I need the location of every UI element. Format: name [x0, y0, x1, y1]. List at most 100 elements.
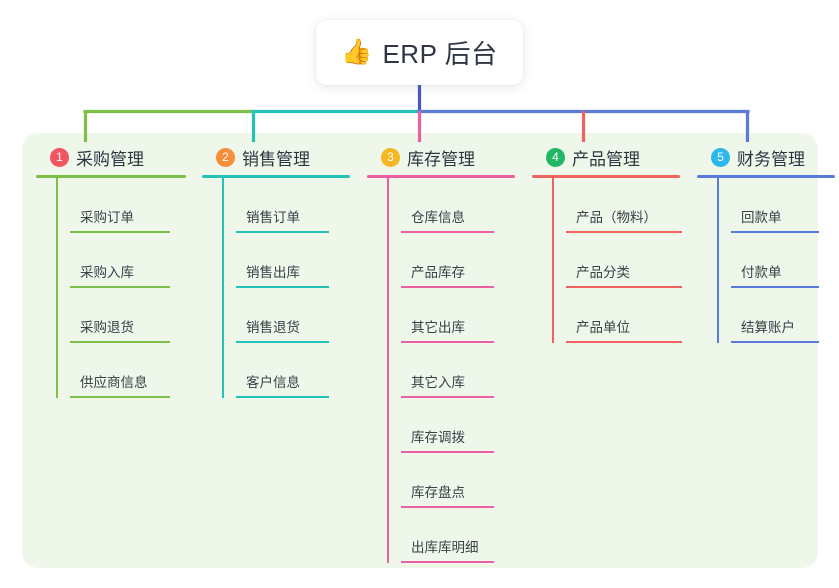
branch-item-rule: [401, 341, 494, 343]
branch-item-list: 回款单付款单结算账户: [717, 178, 835, 343]
branch-header-5[interactable]: 5 财务管理: [697, 144, 835, 170]
branch-title: 财务管理: [737, 149, 805, 169]
branch-item-label: 销售出库: [246, 265, 300, 280]
branch-item-label: 库存调拨: [411, 430, 465, 445]
branch-item-label: 结算账户: [741, 320, 795, 335]
branch-item-rule: [566, 231, 682, 233]
branch-item-rule: [236, 341, 329, 343]
branch-item-label: 客户信息: [246, 375, 300, 390]
branch-item-list: 销售订单销售出库销售退货客户信息: [222, 178, 350, 398]
branch-item-label: 出库库明细: [411, 540, 479, 555]
branch-column-4: 4 产品管理产品（物料） 产品分类产品单位: [532, 144, 682, 343]
branch-number-badge: 2: [216, 147, 235, 167]
branch-item-label: 付款单: [741, 265, 782, 280]
branch-title: 采购管理: [76, 149, 144, 169]
branch-item-rule: [70, 231, 170, 233]
branch-column-3: 3 库存管理仓库信息产品库存其它出库其它入库库存调拨库存盘点出库库明细: [367, 144, 515, 563]
branch-item[interactable]: 产品库存: [401, 233, 515, 288]
branch-title: 销售管理: [242, 149, 310, 169]
branch-column-1: 1 采购管理采购订单采购入库采购退货供应商信息: [36, 144, 186, 398]
branch-item-label: 采购入库: [80, 265, 134, 280]
branch-item-label: 库存盘点: [411, 485, 465, 500]
diagram-background-panel: [22, 133, 818, 568]
branch-item-label: 产品分类: [576, 265, 630, 280]
branch-item-list: 产品（物料） 产品分类产品单位: [552, 178, 682, 343]
branch-item[interactable]: 采购退货: [70, 288, 186, 343]
branch-item-rule: [70, 341, 170, 343]
branch-item-rule: [401, 396, 494, 398]
branch-number-badge: 5: [711, 147, 730, 167]
branch-number-badge: 3: [381, 147, 400, 167]
branch-item[interactable]: 采购入库: [70, 233, 186, 288]
branch-header-rule: [697, 175, 835, 178]
branch-item-rule: [70, 286, 170, 288]
branch-item-rule: [731, 341, 819, 343]
branch-item[interactable]: 供应商信息: [70, 343, 186, 398]
branch-item[interactable]: 结算账户: [731, 288, 835, 343]
branch-item-rule: [401, 451, 494, 453]
branch-title: 产品管理: [572, 149, 640, 169]
branch-item[interactable]: 产品分类: [566, 233, 682, 288]
branch-item-rule: [401, 231, 494, 233]
branch-item-label: 其它出库: [411, 320, 465, 335]
branch-item-label: 采购订单: [80, 210, 134, 225]
branch-item[interactable]: 其它出库: [401, 288, 515, 343]
branch-number-badge: 1: [50, 147, 69, 167]
branch-header-1[interactable]: 1 采购管理: [36, 144, 186, 170]
branch-item-label: 采购退货: [80, 320, 134, 335]
branch-spine: [56, 178, 58, 398]
branch-item[interactable]: 销售出库: [236, 233, 350, 288]
branch-title: 库存管理: [407, 149, 475, 169]
branch-spine: [222, 178, 224, 398]
branch-item[interactable]: 出库库明细: [401, 508, 515, 563]
branch-item-rule: [70, 396, 170, 398]
branch-item-label: 供应商信息: [80, 375, 148, 390]
branch-item-label: 销售退货: [246, 320, 300, 335]
branch-item-label: 产品单位: [576, 320, 630, 335]
branch-item[interactable]: 销售退货: [236, 288, 350, 343]
branch-item[interactable]: 销售订单: [236, 178, 350, 233]
branch-spine: [717, 178, 719, 343]
branch-item-rule: [236, 396, 329, 398]
branch-header-rule: [532, 175, 680, 178]
branch-item-rule: [731, 231, 819, 233]
branch-column-5: 5 财务管理回款单付款单结算账户: [697, 144, 835, 343]
branch-header-3[interactable]: 3 库存管理: [367, 144, 515, 170]
branch-item-rule: [401, 506, 494, 508]
branch-header-rule: [202, 175, 350, 178]
branch-item-rule: [566, 341, 682, 343]
branch-item[interactable]: 付款单: [731, 233, 835, 288]
branch-column-2: 2 销售管理销售订单销售出库销售退货客户信息: [202, 144, 350, 398]
branch-header-rule: [367, 175, 515, 178]
branch-item[interactable]: 产品（物料）: [566, 178, 682, 233]
branch-item[interactable]: 采购订单: [70, 178, 186, 233]
branch-item-label: 产品库存: [411, 265, 465, 280]
branch-header-2[interactable]: 2 销售管理: [202, 144, 350, 170]
branch-item[interactable]: 库存调拨: [401, 398, 515, 453]
branch-item-label: 仓库信息: [411, 210, 465, 225]
branch-item[interactable]: 库存盘点: [401, 453, 515, 508]
branch-item[interactable]: 产品单位: [566, 288, 682, 343]
branch-header-4[interactable]: 4 产品管理: [532, 144, 680, 170]
branch-item-label: 其它入库: [411, 375, 465, 390]
branch-number-badge: 4: [546, 147, 565, 167]
branch-spine: [387, 178, 389, 563]
root-node-label: ERP 后台: [382, 39, 498, 69]
branch-item-rule: [236, 286, 329, 288]
branch-item-rule: [731, 286, 819, 288]
branch-item-rule: [401, 286, 494, 288]
branch-item-list: 仓库信息产品库存其它出库其它入库库存调拨库存盘点出库库明细: [387, 178, 515, 563]
branch-item-label: 销售订单: [246, 210, 300, 225]
branch-item-rule: [236, 231, 329, 233]
thumbs-up-icon: 👍: [341, 38, 373, 66]
root-node[interactable]: 👍 ERP 后台: [316, 20, 523, 85]
branch-item[interactable]: 仓库信息: [401, 178, 515, 233]
branch-item-rule: [566, 286, 682, 288]
branch-item-label: 回款单: [741, 210, 782, 225]
branch-item-rule: [401, 561, 494, 563]
branch-item[interactable]: 回款单: [731, 178, 835, 233]
branch-item[interactable]: 其它入库: [401, 343, 515, 398]
branch-item[interactable]: 客户信息: [236, 343, 350, 398]
branch-item-list: 采购订单采购入库采购退货供应商信息: [56, 178, 186, 398]
